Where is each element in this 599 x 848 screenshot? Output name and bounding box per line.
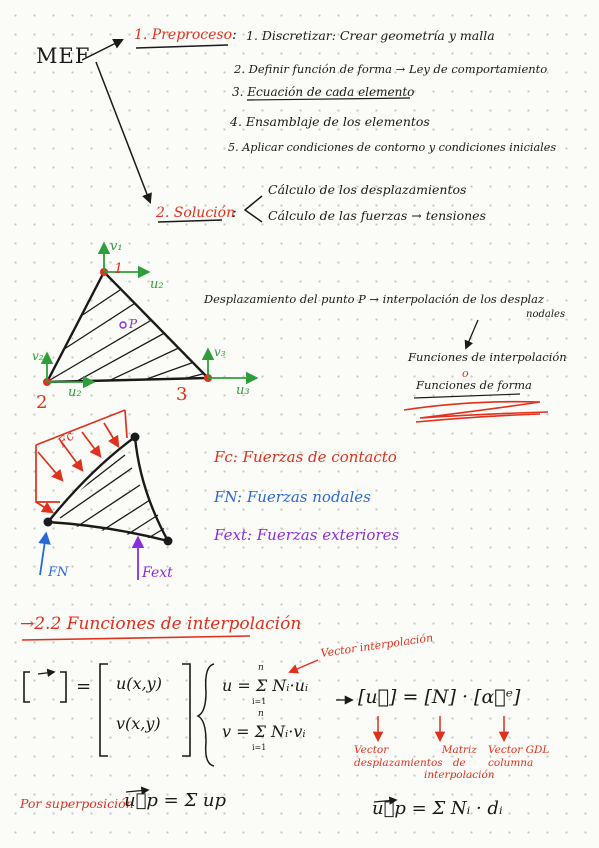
preproceso-step-2: 2. Definir función de forma → Ley de com…: [234, 62, 548, 76]
label-node-3: 3: [176, 384, 188, 405]
note-line-1b: nodales: [526, 309, 566, 320]
system-brace: [196, 663, 215, 767]
fn-symbol: FN: [48, 565, 69, 580]
funciones-forma-underline: [413, 393, 521, 399]
fext-symbol: Fext: [142, 565, 173, 581]
section-title: →2.2 Funciones de interpolación: [20, 614, 302, 634]
note-line-4: Funciones de forma: [416, 378, 532, 392]
label-node-1: 1: [114, 261, 123, 277]
comp-u: u(x,y): [116, 674, 162, 693]
label-node-2: 2: [36, 392, 48, 413]
label-u2-top: u₂: [150, 277, 164, 292]
vector-interp-arrow: [288, 659, 319, 674]
fn-arrow: [38, 531, 51, 576]
por-superposicion: Por superposición: [20, 796, 134, 811]
label-v1: v₁: [110, 239, 123, 254]
up-eq-2: u⃗p = Σ Nᵢ · dᵢ: [372, 798, 503, 819]
vector-u-arrow: [37, 668, 56, 678]
sum-top-1: n: [258, 663, 264, 673]
matrix-eq: [u⃗] = [N] · [α⃗ᵉ]: [358, 686, 521, 708]
v-sum: v = Σ Nᵢ·vᵢ: [222, 722, 306, 741]
sum-bottom-2: i=1: [252, 743, 267, 752]
red-emphasis-strokes: [403, 400, 549, 423]
force-triangle: [43, 432, 173, 546]
label-u2-bottom: u₂: [68, 385, 82, 400]
label-u3: u₃: [236, 383, 250, 398]
contact-force-arrows: [35, 409, 128, 514]
comp-v: v(x,y): [116, 714, 161, 733]
preproceso-step-5: 5. Aplicar condiciones de contorno y con…: [228, 141, 557, 154]
solucion-colon: :: [232, 205, 237, 221]
note-line-3: o: [462, 367, 469, 380]
column-vector-brackets: [99, 663, 191, 757]
up-eq: u⃗p = Σ up: [124, 790, 227, 811]
note-line-2: Funciones de interpolación: [408, 350, 567, 364]
u-sum: u = Σ Nᵢ·uᵢ: [222, 676, 309, 695]
mef-branch-arrows: [81, 39, 152, 204]
fn-legend: FN: Fuerzas nodales: [214, 488, 371, 506]
solucion-underline: [157, 219, 223, 223]
label-v2: v₂: [32, 349, 44, 363]
preproceso-step-1: 1. Discretizar: Crear geometría y malla: [246, 28, 495, 43]
solucion-step-2: Cálculo de las fuerzas → tensiones: [268, 208, 486, 223]
vector-desplaz: Vector desplazamientos: [354, 744, 443, 770]
fext-legend: Fext: Fuerzas exteriores: [214, 526, 400, 544]
note-line-1: Desplazamiento del punto P → interpolaci…: [204, 292, 544, 306]
point-p-dot: [119, 321, 127, 329]
preproceso-step-3: 3. Ecuación de cada elemento: [232, 85, 415, 99]
section-underline: [21, 635, 251, 641]
solucion-label: 2. Solución: [156, 205, 236, 221]
matriz-interp: Matriz de interpolación: [424, 744, 495, 782]
matrix-eq-down-arrows: [372, 716, 510, 743]
up-arrow-2: [373, 796, 398, 805]
label-p: P: [129, 317, 138, 331]
vector-u-brackets: [23, 671, 67, 703]
up-arrow-1: [125, 786, 150, 795]
preproceso-label: 1. Preproceso: [134, 27, 233, 43]
vector-gdl: Vector GDL columna: [488, 744, 550, 770]
preproceso-underline: [135, 44, 229, 49]
preproceso-step-4: 4. Ensamblaje de los elementos: [230, 114, 430, 129]
dof-arrows: [40, 241, 259, 389]
fc-legend: Fc: Fuerzas de contacto: [214, 448, 397, 466]
solucion-step-1: Cálculo de los desplazamientos: [268, 182, 467, 197]
solucion-brace: [243, 195, 263, 223]
label-v3: v₃: [214, 345, 226, 359]
mef-label: MEF: [36, 44, 91, 68]
preproceso-colon: :: [232, 27, 237, 43]
sum-bottom-1: i=1: [252, 697, 267, 706]
ecuacion-underline: [246, 97, 411, 101]
sum-top-2: n: [258, 709, 264, 719]
note-arrow: [464, 319, 479, 350]
equals-1: =: [76, 676, 92, 697]
